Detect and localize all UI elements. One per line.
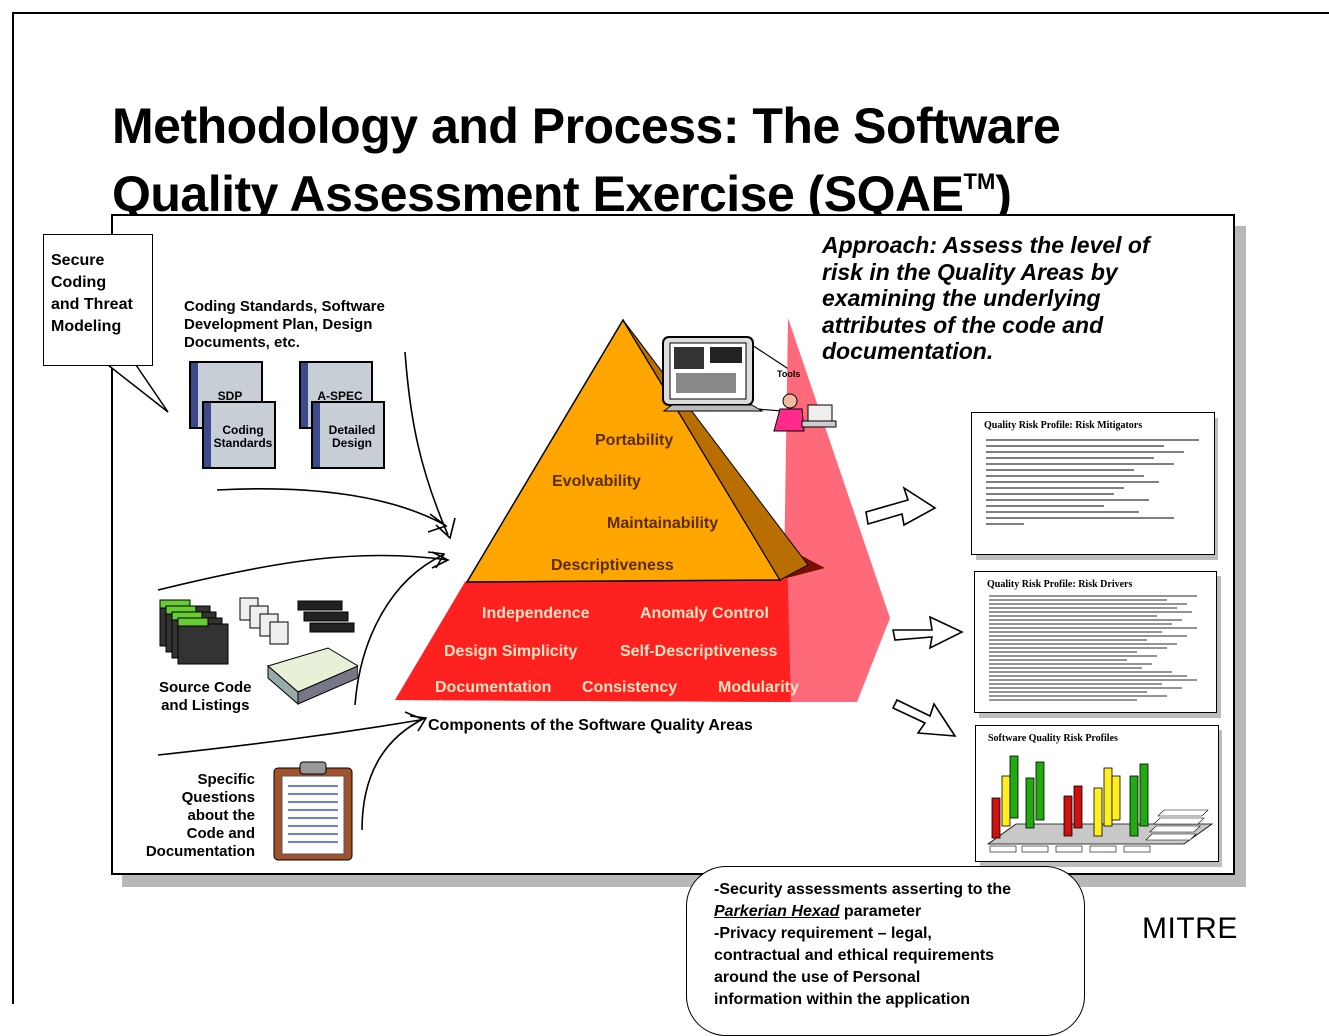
- parkerian-hexad-text: Parkerian Hexad: [714, 903, 840, 920]
- descriptiveness-label: Descriptiveness: [551, 557, 674, 574]
- questions-label: Specific Questions about the Code and Do…: [138, 771, 255, 861]
- consistency-label: Consistency: [582, 679, 678, 696]
- self-descriptiveness-label: Self-Descriptiveness: [620, 643, 778, 660]
- approach-line-3: examining the underlying: [822, 285, 1101, 311]
- bubble-line-1: -Security assessments asserting to the: [714, 881, 1012, 898]
- risk-mitigators-title: Quality Risk Profile: Risk Mitigators: [984, 420, 1143, 431]
- coding-standards-document: Coding Standards: [202, 401, 276, 469]
- title-line-1: Methodology and Process: The Software: [112, 98, 1061, 154]
- bubble-line-2: Parkerian Hexad parameter: [714, 901, 1084, 923]
- questions-line-5: Documentation: [145, 843, 255, 860]
- sdp-label: SDP: [217, 389, 243, 403]
- doc-spine: [313, 403, 320, 467]
- pyramid-caption: Components of the Software Quality Areas: [428, 717, 753, 734]
- docs-label-line-1: Coding Standards, Software: [184, 298, 385, 315]
- bubble-line-3: -Privacy requirement – legal,: [714, 925, 932, 942]
- docs-label-line-2: Development Plan, Design: [184, 316, 373, 333]
- source-label-line-1: Source Code: [159, 679, 252, 696]
- design-simplicity-label: Design Simplicity: [444, 643, 578, 660]
- questions-line-2: Questions: [181, 789, 255, 806]
- arrow-docs-down: [404, 351, 449, 536]
- risk-mitigators-card: Quality Risk Profile: Risk Mitigators: [971, 412, 1215, 555]
- approach-line-4: attributes of the code and: [822, 311, 1104, 338]
- hollow-arrow-1: [865, 486, 937, 527]
- detailed-design-label: Detailed Design: [321, 424, 383, 450]
- approach-line-1: Approach: Assess the level of: [822, 232, 1150, 258]
- hollow-arrow-3: [891, 698, 957, 737]
- risk-profiles-title: Software Quality Risk Profiles: [988, 733, 1118, 744]
- modularity-label: Modularity: [718, 679, 799, 696]
- doc-spine: [191, 363, 198, 427]
- coding-standards-label: Coding Standards: [212, 424, 274, 450]
- questions-line-3: about the: [187, 807, 256, 824]
- security-privacy-text: -Security assessments asserting to the P…: [714, 879, 1084, 1011]
- doc-spine: [204, 403, 211, 467]
- bubble-line-2-rest: parameter: [839, 903, 922, 920]
- arrow-source-up: [354, 554, 444, 706]
- doc-spine: [301, 363, 308, 427]
- coding-label-line-1: Coding: [222, 423, 264, 437]
- hollow-arrow-2: [892, 615, 964, 650]
- a-spec-label: A-SPEC: [317, 389, 363, 403]
- slide-title: Methodology and Process: The Software Qu…: [112, 98, 1061, 222]
- approach-line-2: risk in the Quality Areas by: [822, 258, 1118, 285]
- callout-line-2: Coding: [51, 274, 107, 291]
- anomaly-control-label: Anomaly Control: [640, 605, 769, 622]
- mitre-logo: MITRE: [1142, 912, 1238, 945]
- pyramid-base-front-face: [395, 550, 791, 702]
- approach-text: Approach: Assess the level of risk in th…: [822, 232, 1222, 365]
- arrow-docs-right: [216, 488, 446, 526]
- source-code-media-icon: [159, 597, 358, 706]
- callout-tail: [107, 364, 169, 413]
- risk-drivers-title: Quality Risk Profile: Risk Drivers: [987, 579, 1133, 590]
- callout-line-1: Secure: [51, 252, 105, 269]
- independence-label: Independence: [482, 605, 590, 622]
- title-close-paren: ): [995, 166, 1012, 222]
- risk-drivers-card: Quality Risk Profile: Risk Drivers: [974, 571, 1217, 713]
- arrow-questions-up: [361, 717, 426, 831]
- drivers-text-lines: [989, 595, 1197, 701]
- source-label-line-2: and Listings: [161, 697, 250, 714]
- portability-label: Portability: [595, 432, 674, 449]
- title-line-2-text: Quality Assessment Exercise (SQAE: [112, 166, 964, 222]
- documentation-label: Documentation: [435, 679, 552, 696]
- secure-coding-callout: Secure Coding and Threat Modeling: [43, 234, 153, 366]
- approach-line-5: documentation.: [822, 338, 994, 364]
- evolvability-label: Evolvability: [552, 473, 641, 490]
- trademark: TM: [963, 169, 996, 194]
- bubble-line-5: around the use of Personal: [714, 969, 921, 986]
- maintainability-label: Maintainability: [607, 515, 719, 532]
- docs-label-line-3: Documents, etc.: [184, 334, 300, 351]
- tools-computer-icon: [662, 336, 837, 432]
- tools-label: Tools: [777, 369, 801, 379]
- bubble-line-6: information within the application: [714, 991, 970, 1008]
- clipboard-icon: [273, 761, 353, 861]
- callout-line-4: Modeling: [51, 318, 122, 335]
- docs-label: Coding Standards, Software Development P…: [184, 298, 385, 352]
- arrow-source-right: [157, 554, 449, 591]
- detailed-label-line-1: Detailed: [328, 423, 376, 437]
- detailed-label-line-2: Design: [331, 436, 372, 450]
- title-line-2: Quality Assessment Exercise (SQAETM): [112, 154, 1060, 222]
- detailed-design-document: Detailed Design: [311, 401, 385, 469]
- questions-line-4: Code and: [186, 825, 255, 842]
- slide-frame: [12, 12, 1329, 1004]
- coding-label-line-2: Standards: [213, 436, 273, 450]
- risk-profiles-card: Software Quality Risk Profiles: [975, 725, 1219, 862]
- mitigators-text-lines: [986, 439, 1199, 525]
- risk-profiles-mini-chart: [986, 755, 1214, 853]
- callout-line-3: and Threat: [51, 296, 133, 313]
- arrow-questions-right: [157, 719, 421, 756]
- questions-line-1: Specific: [197, 771, 255, 788]
- bubble-line-4: contractual and ethical requirements: [714, 947, 995, 964]
- source-code-label: Source Code and Listings: [159, 679, 252, 715]
